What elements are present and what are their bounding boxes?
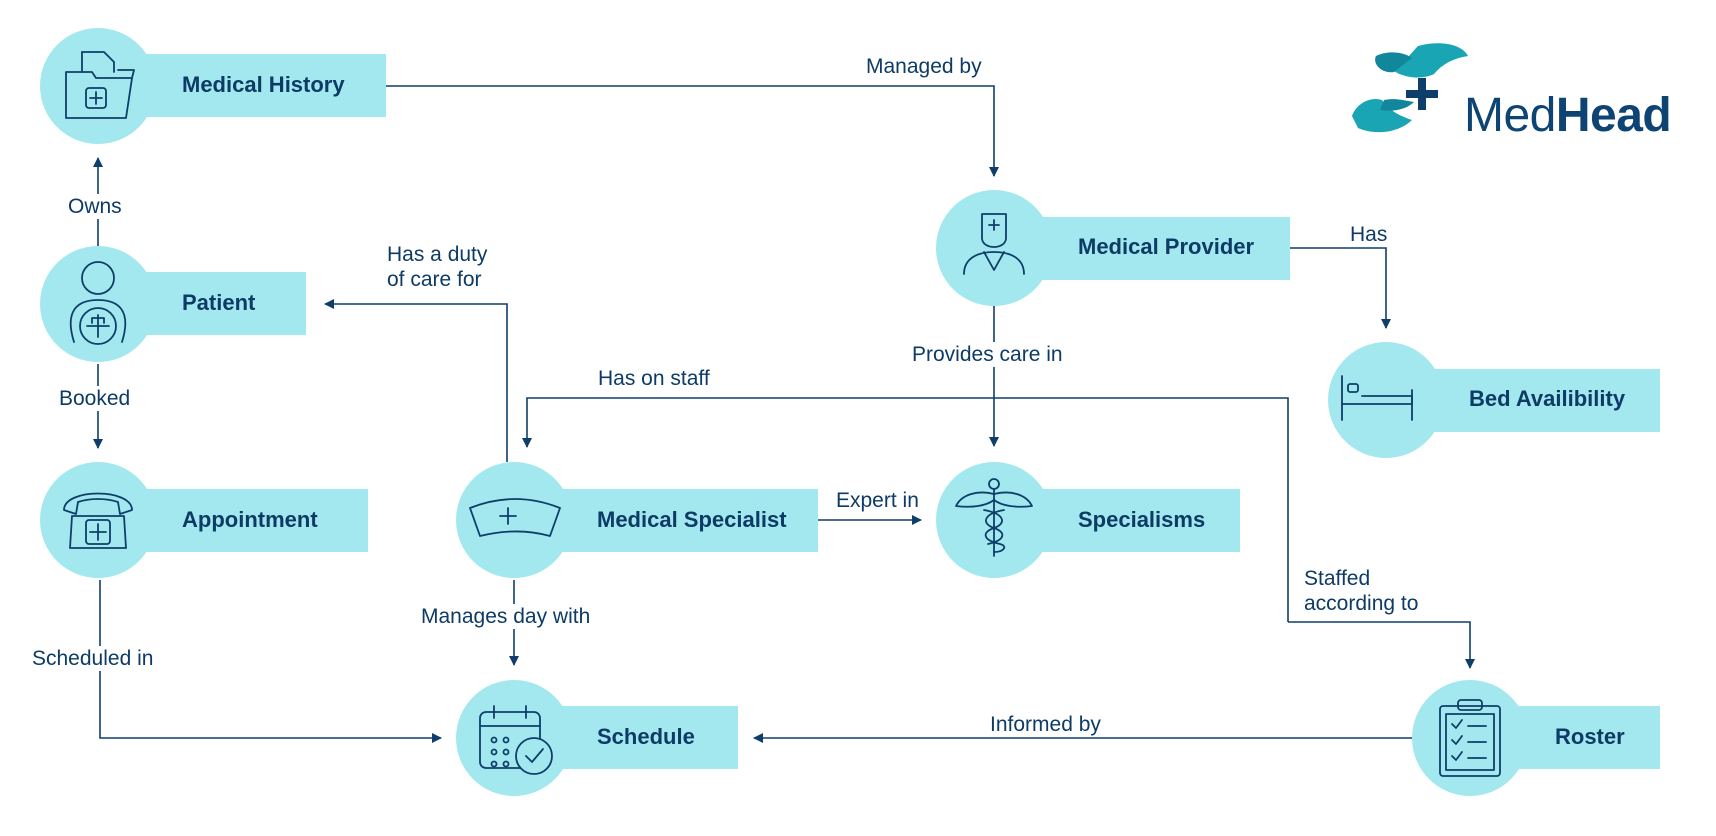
relation-booked-label: Booked: [59, 386, 131, 411]
person-plus-icon: [69, 261, 127, 345]
calendar-check-icon: [479, 705, 553, 775]
entity-schedule-label: Schedule: [597, 724, 695, 749]
relation-duty-line2: of care for: [387, 268, 482, 291]
relation-duty-of-care-label: Has a duty of care for: [387, 242, 488, 292]
entity-specialisms-label: Specialisms: [1078, 507, 1206, 532]
entity-shapes: [40, 28, 1660, 796]
edge-managed-by: [386, 85, 999, 177]
relation-provides-care-in-label: Provides care in: [912, 342, 1063, 367]
entity-bed-availability-label: Bed Availibility: [1469, 386, 1626, 411]
edge-has-on-staff: [522, 397, 1289, 622]
relation-has-label: Has: [1350, 222, 1388, 247]
bed-icon: [1341, 375, 1413, 421]
brand-name-part2: Head: [1555, 89, 1672, 142]
entity-appointment-label: Appointment: [182, 507, 318, 532]
relation-manages-day-with-label: Manages day with: [421, 604, 591, 629]
nurse-cap-icon: [469, 498, 561, 537]
clipboard-checklist-icon: [1439, 699, 1501, 777]
relation-duty-line1: Has a duty: [387, 243, 488, 266]
relation-managed-by-label: Managed by: [866, 54, 982, 79]
relation-scheduled-in-label: Scheduled in: [32, 646, 154, 671]
relation-staffed-according-to-label: Staffed according to: [1304, 566, 1419, 616]
relation-staffed-line1: Staffed: [1304, 567, 1371, 590]
relation-owns-label: Owns: [68, 194, 122, 219]
relation-informed-by-label: Informed by: [990, 712, 1101, 737]
medhead-logo-wordmark: MedHead: [1464, 88, 1672, 143]
folder-plus-icon: [65, 51, 135, 119]
relation-expert-in-label: Expert in: [836, 488, 919, 513]
brand-name-part1: Med: [1464, 89, 1556, 142]
connectors: [93, 85, 1475, 743]
edge-staffed-according-to: [1288, 621, 1475, 669]
relation-has-on-staff-label: Has on staff: [598, 366, 710, 391]
entity-medical-provider-label: Medical Provider: [1078, 234, 1255, 259]
edge-has: [1290, 247, 1391, 329]
entity-medical-history-label: Medical History: [182, 72, 345, 97]
entity-roster-label: Roster: [1555, 724, 1625, 749]
telephone-plus-icon: [63, 492, 133, 549]
medhead-logo-mark: [1352, 43, 1468, 133]
relation-staffed-line2: according to: [1304, 592, 1419, 615]
edge-scheduled-in: [99, 580, 442, 743]
entity-medical-specialist-label: Medical Specialist: [597, 507, 787, 532]
edge-duty-of-care: [324, 299, 508, 462]
entity-patient-label: Patient: [182, 290, 256, 315]
doctor-icon: [963, 213, 1025, 275]
caduceus-icon: [955, 478, 1033, 557]
